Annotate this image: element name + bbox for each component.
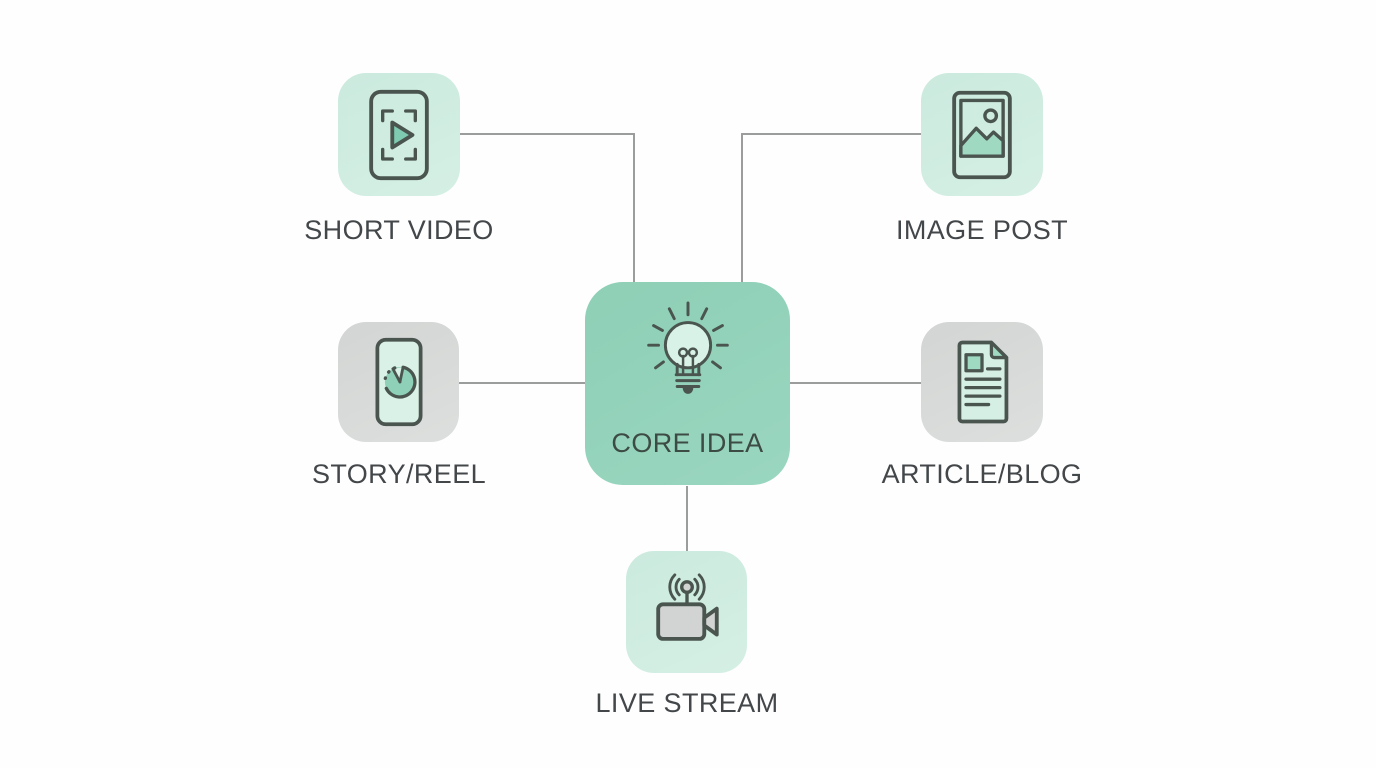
node-label-short-video: SHORT VIDEO xyxy=(304,215,494,245)
photo-icon xyxy=(952,90,1012,179)
node-label-story-reel: STORY/REEL xyxy=(311,459,487,489)
node-live-stream xyxy=(626,551,747,673)
video-camera-icon xyxy=(655,573,719,641)
core-idea-label: CORE IDEA xyxy=(611,428,764,458)
connector-live-stream xyxy=(686,486,688,551)
node-label-image-post: IMAGE POST xyxy=(895,215,1069,245)
connector-short-video-vertical xyxy=(633,133,635,282)
node-article-blog xyxy=(921,322,1043,442)
document-icon xyxy=(957,340,1009,424)
node-core-idea: CORE IDEA xyxy=(585,282,790,485)
connector-article-blog xyxy=(789,382,921,384)
connector-short-video-horizontal xyxy=(460,133,634,135)
node-story-reel xyxy=(338,322,459,442)
connector-image-post-vertical xyxy=(741,133,743,282)
node-label-live-stream: LIVE STREAM xyxy=(595,688,779,718)
connector-image-post-horizontal xyxy=(742,133,921,135)
phone-play-icon xyxy=(369,89,429,180)
node-label-article-blog: ARTICLE/BLOG xyxy=(881,459,1083,489)
lightbulb-icon xyxy=(646,301,729,394)
node-short-video xyxy=(338,73,460,196)
node-image-post xyxy=(921,73,1043,196)
connector-story-reel xyxy=(458,382,586,384)
phone-timer-icon xyxy=(375,337,422,427)
